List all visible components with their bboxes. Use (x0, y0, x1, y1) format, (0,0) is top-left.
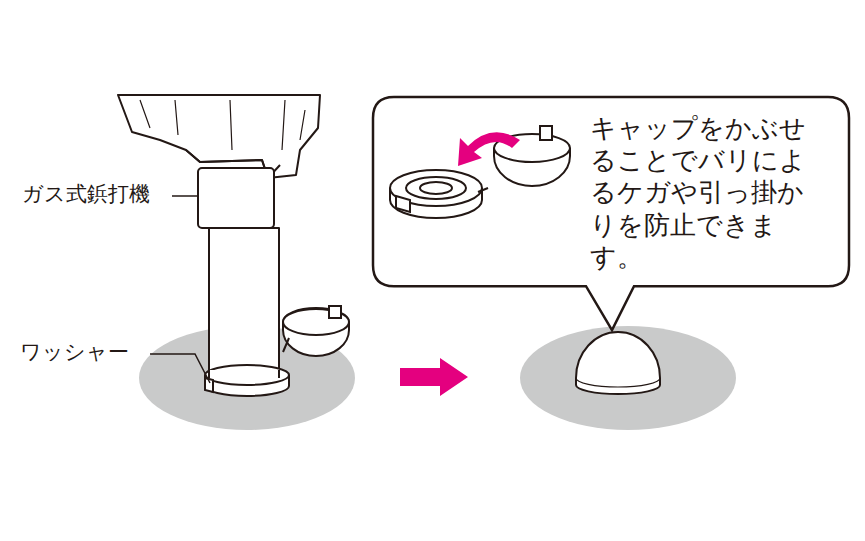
washer (205, 365, 289, 396)
leader-line (172, 195, 198, 197)
bubble-outline (373, 97, 849, 330)
arrow (458, 132, 520, 166)
arrow (400, 358, 468, 396)
part-label: ワッシャー (18, 340, 131, 365)
cap-illustration (390, 126, 570, 218)
speech-bubble: キャップをかぶせ ることでバリによ るケガや引っ掛か りを防止できます。 (372, 96, 850, 287)
leader-line (150, 354, 210, 383)
part-label: ガス式鋲打機 (20, 182, 152, 207)
dome-cap (576, 332, 660, 394)
cap-lid (283, 306, 349, 356)
callout-text: キャップをかぶせ ることでバリによ るケガや引っ掛か りを防止できます。 (590, 112, 829, 273)
floor-shadow (520, 326, 736, 430)
